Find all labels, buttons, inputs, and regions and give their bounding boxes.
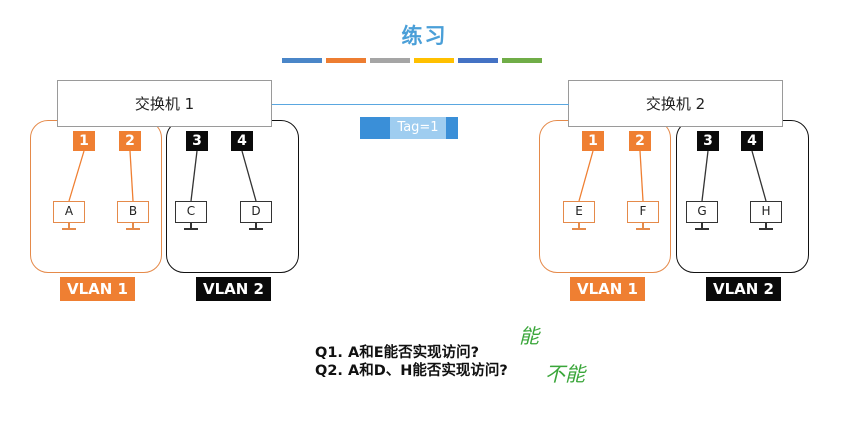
monitor-base	[249, 228, 263, 230]
title-underline-stripes	[282, 58, 542, 63]
monitor-stand	[765, 223, 767, 228]
question-1: Q1. A和E能否实现访问?	[315, 345, 480, 361]
host-a: A	[53, 201, 85, 231]
tag-label: Tag=1	[390, 117, 446, 139]
wire-switch-1-port-3-to-host-c	[190, 150, 198, 202]
switch-1-port-3: 3	[186, 131, 208, 151]
monitor-stand	[255, 223, 257, 228]
switch-1-port-1: 1	[73, 131, 95, 151]
vlan-tag-frame: Tag=1	[360, 117, 458, 139]
answer-1: 能	[519, 324, 539, 348]
switch-2: 交换机 2	[568, 80, 783, 127]
switch-2-port-3: 3	[697, 131, 719, 151]
monitor-stand	[578, 223, 580, 228]
host-e-monitor-icon: E	[563, 201, 595, 223]
host-d-monitor-icon: D	[240, 201, 272, 223]
wire-switch-2-port-4-to-host-h	[751, 150, 767, 202]
switch-1-port-4: 4	[231, 131, 253, 151]
stripe-1	[282, 58, 322, 63]
host-f-monitor-icon: F	[627, 201, 659, 223]
vlan-1-group-switch-1	[30, 120, 162, 273]
monitor-base	[184, 228, 198, 230]
question-2: Q2. A和D、H能否实现访问?	[315, 363, 508, 379]
tag-frame-right-segment	[446, 117, 458, 139]
monitor-base	[572, 228, 586, 230]
monitor-base	[759, 228, 773, 230]
host-e: E	[563, 201, 595, 231]
monitor-stand	[132, 223, 134, 228]
switch-1-label: 交换机 1	[134, 95, 195, 113]
switch-1-port-2: 2	[119, 131, 141, 151]
vlan-1-group-switch-2	[539, 120, 671, 273]
monitor-base	[62, 228, 76, 230]
host-g-monitor-icon: G	[686, 201, 718, 223]
monitor-stand	[190, 223, 192, 228]
answer-2: 不能	[545, 362, 585, 386]
stripe-4	[414, 58, 454, 63]
page-title: 练习	[401, 24, 448, 48]
monitor-stand	[68, 223, 70, 228]
wire-switch-2-port-2-to-host-f	[639, 150, 644, 202]
vlan-2-label-switch-1: VLAN 2	[196, 277, 271, 301]
monitor-base	[636, 228, 650, 230]
wire-switch-2-port-3-to-host-g	[701, 150, 709, 202]
host-d: D	[240, 201, 272, 231]
monitor-base	[695, 228, 709, 230]
host-c: C	[175, 201, 207, 231]
monitor-base	[126, 228, 140, 230]
host-h: H	[750, 201, 782, 231]
host-c-monitor-icon: C	[175, 201, 207, 223]
wire-switch-1-port-4-to-host-d	[241, 150, 257, 202]
host-b: B	[117, 201, 149, 231]
tag-frame-left-segment	[360, 117, 390, 139]
host-g: G	[686, 201, 718, 231]
wire-switch-2-port-1-to-host-e	[578, 150, 594, 202]
switch-2-label: 交换机 2	[645, 95, 706, 113]
wire-switch-1-port-2-to-host-b	[129, 150, 134, 202]
switch-2-port-4: 4	[741, 131, 763, 151]
stripe-6	[502, 58, 542, 63]
wire-switch-1-port-1-to-host-a	[68, 150, 85, 202]
vlan-1-label-switch-2: VLAN 1	[570, 277, 645, 301]
vlan-2-label-switch-2: VLAN 2	[706, 277, 781, 301]
switch-2-port-2: 2	[629, 131, 651, 151]
switch-1: 交换机 1	[57, 80, 272, 127]
stripe-5	[458, 58, 498, 63]
host-b-monitor-icon: B	[117, 201, 149, 223]
stripe-3	[370, 58, 410, 63]
stripe-2	[326, 58, 366, 63]
trunk-link	[272, 104, 569, 105]
monitor-stand	[701, 223, 703, 228]
host-f: F	[627, 201, 659, 231]
monitor-stand	[642, 223, 644, 228]
vlan-1-label-switch-1: VLAN 1	[60, 277, 135, 301]
switch-2-port-1: 1	[582, 131, 604, 151]
host-a-monitor-icon: A	[53, 201, 85, 223]
host-h-monitor-icon: H	[750, 201, 782, 223]
